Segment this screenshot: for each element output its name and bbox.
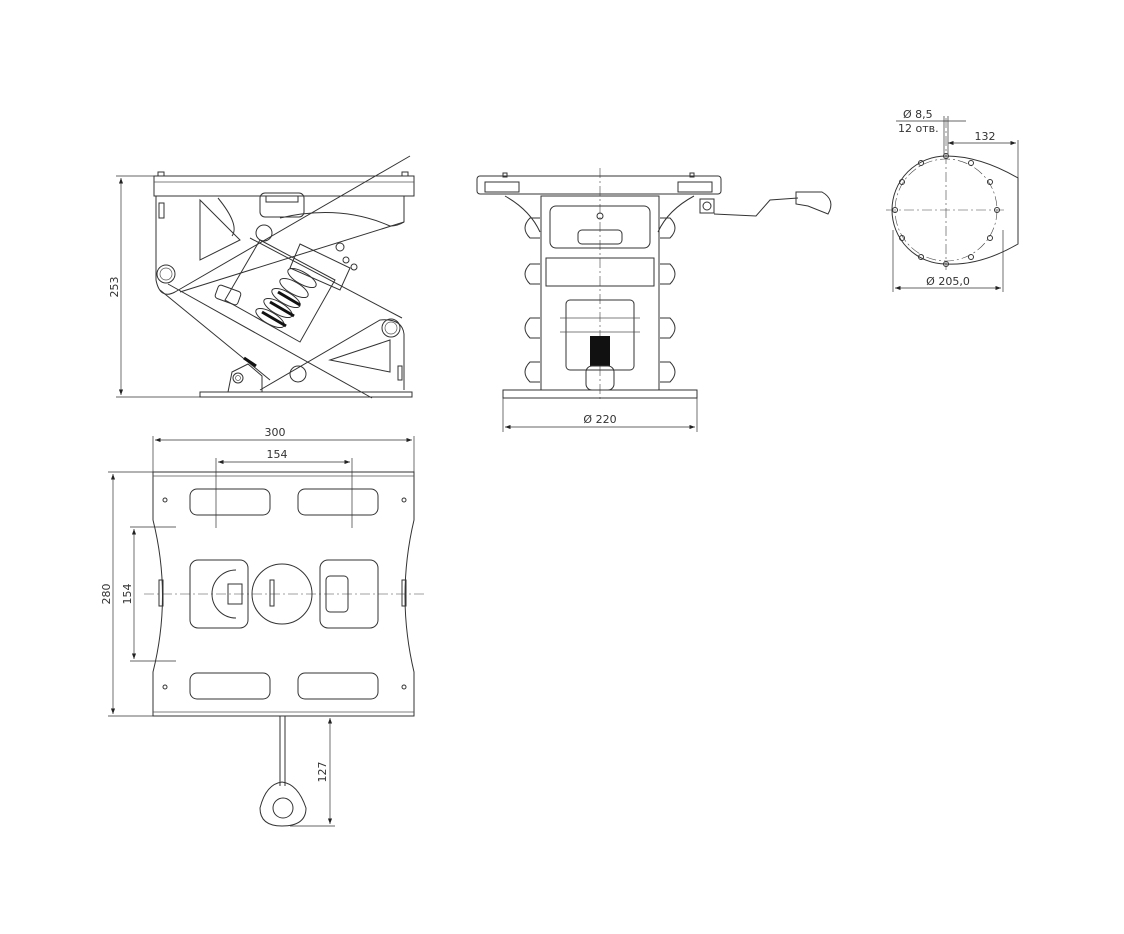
front-view: Ø 220 xyxy=(476,168,832,432)
bolt-circle-label: Ø 205,0 xyxy=(926,275,970,288)
handle xyxy=(259,716,307,827)
top-width-label: 300 xyxy=(265,426,286,439)
top-depth-label: 280 xyxy=(100,584,113,605)
bolt-holes xyxy=(892,153,1000,267)
rollers xyxy=(524,217,676,383)
front-base-diameter-label: Ø 220 xyxy=(583,413,616,426)
hole-count-label: 12 отв. xyxy=(898,122,939,135)
swivel-plate-view: Ø 8,5 12 отв. 132 Ø 205,0 xyxy=(886,108,1019,292)
vent-slots xyxy=(177,523,391,665)
top-view: 300 154 280 154 127 xyxy=(100,426,424,827)
spring xyxy=(255,267,317,329)
adjust-lever xyxy=(699,191,832,217)
side-view: 253 xyxy=(108,155,415,399)
hole-diameter-label: Ø 8,5 xyxy=(903,108,933,121)
top-mount-spacing-x-label: 154 xyxy=(267,448,288,461)
offset-label: 132 xyxy=(975,130,996,143)
handle-length-label: 127 xyxy=(316,762,329,783)
top-mount-spacing-y-label: 154 xyxy=(121,584,134,605)
side-height-label: 253 xyxy=(108,277,121,298)
